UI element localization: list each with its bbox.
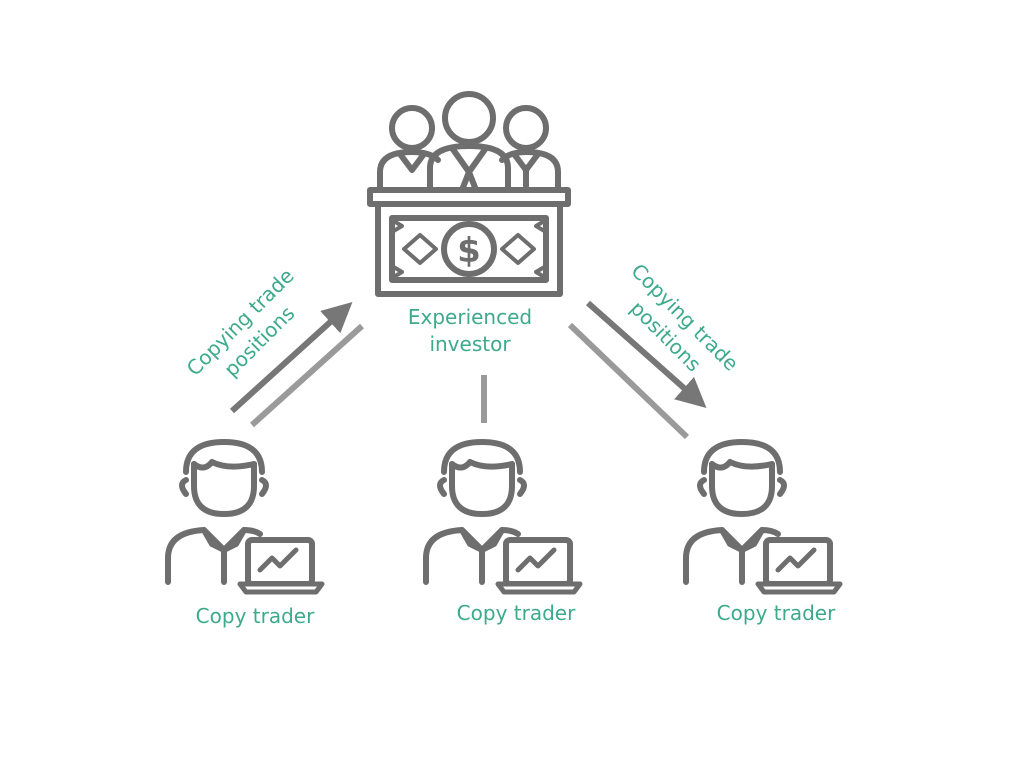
left-connector — [229, 301, 365, 428]
arrow-icon — [586, 300, 707, 408]
trader-label: Copy trader — [456, 601, 576, 625]
copy-trader-icon — [426, 442, 580, 592]
investor-label-line2: investor — [429, 332, 511, 356]
trader-label: Copy trader — [716, 601, 836, 625]
trader-label: Copy trader — [195, 604, 315, 628]
copy-trader-icon — [168, 442, 322, 592]
copy-trader-icon — [686, 442, 840, 592]
arrow-icon — [229, 301, 353, 414]
investor-label: Experienced investor — [380, 304, 560, 358]
svg-text:$: $ — [457, 231, 481, 271]
right-connector — [567, 300, 707, 440]
dollar-icon: $ — [441, 221, 497, 277]
investor-label-line1: Experienced — [407, 305, 533, 329]
